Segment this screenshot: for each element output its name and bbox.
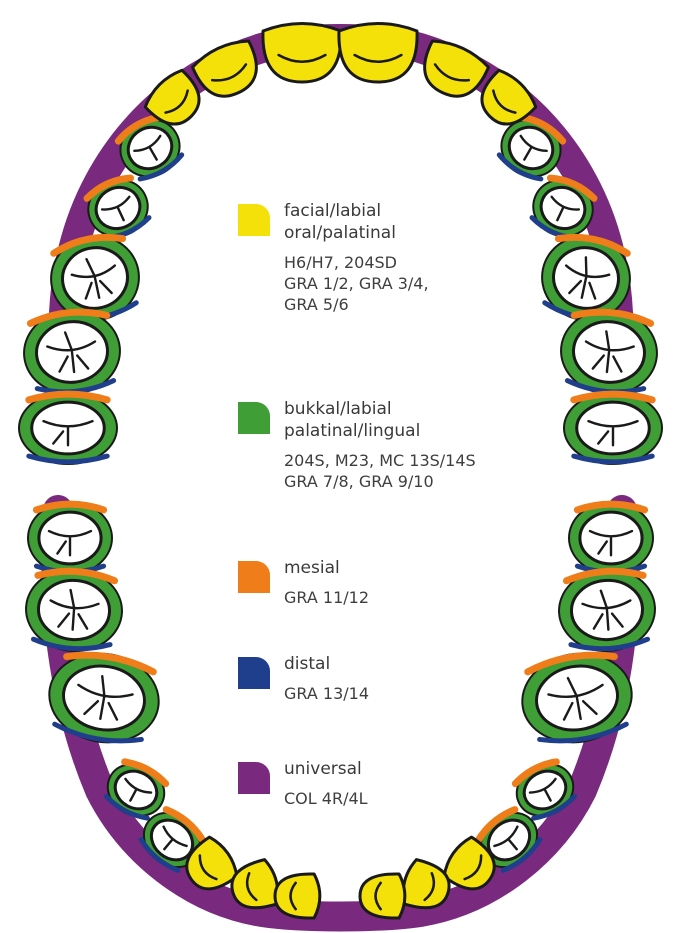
legend-codes: GRA 1/2, GRA 3/4, — [284, 273, 429, 294]
legend-title: mesial — [284, 557, 369, 579]
posterior-tooth — [569, 502, 653, 574]
legend-codes: GRA 7/8, GRA 9/10 — [284, 471, 476, 492]
legend-codes: GRA 13/14 — [284, 683, 369, 704]
universal-swatch — [238, 762, 270, 794]
legend-title: bukkal/labial — [284, 398, 476, 420]
front-tooth — [275, 874, 320, 918]
legend-codes: GRA 11/12 — [284, 587, 369, 608]
legend-title: distal — [284, 653, 369, 675]
front-tooth — [263, 24, 341, 83]
legend-codes: H6/H7, 204SD — [284, 252, 429, 273]
legend-codes: GRA 5/6 — [284, 294, 429, 315]
legend-title: oral/palatinal — [284, 222, 429, 244]
legend-codes: 204S, M23, MC 13S/14S — [284, 450, 476, 471]
legend-title: universal — [284, 758, 368, 780]
posterior-tooth — [557, 305, 661, 399]
posterior-tooth — [23, 566, 124, 654]
posterior-tooth — [556, 566, 657, 654]
posterior-tooth — [20, 305, 124, 399]
posterior-tooth — [28, 502, 112, 574]
legend-codes: COL 4R/4L — [284, 788, 368, 809]
legend-title: facial/labial — [284, 200, 429, 222]
facial-swatch — [238, 204, 270, 236]
front-tooth — [339, 24, 417, 83]
posterior-tooth — [19, 392, 117, 464]
front-tooth — [360, 874, 405, 918]
bukkal-swatch — [238, 402, 270, 434]
distal-swatch — [238, 657, 270, 689]
posterior-tooth — [564, 392, 662, 464]
legend-title: palatinal/lingual — [284, 420, 476, 442]
mesial-swatch — [238, 561, 270, 593]
